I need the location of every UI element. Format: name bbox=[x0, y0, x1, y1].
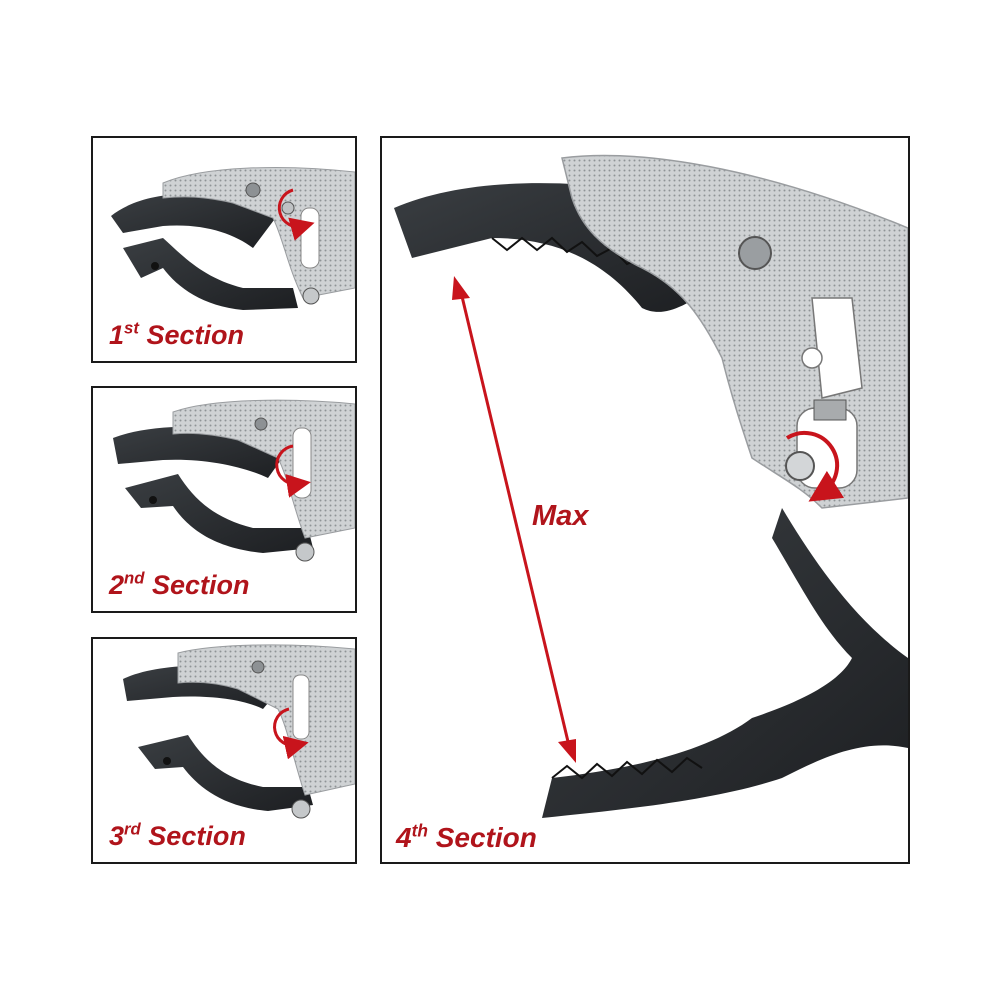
pliers-section-4-illustration bbox=[394, 154, 908, 818]
section-4-label: 4th Section bbox=[396, 820, 537, 853]
section-3-panel: 3rd Section bbox=[91, 637, 357, 864]
section-2-label: 2nd Section bbox=[109, 568, 250, 600]
section-2-panel: 2nd Section bbox=[91, 386, 357, 613]
max-arrow-bottom bbox=[558, 739, 576, 763]
max-label: Max bbox=[532, 500, 589, 532]
section-3-label: 3rd Section bbox=[109, 819, 246, 851]
max-arrow-top bbox=[452, 276, 470, 300]
pliers-section-1-illustration bbox=[111, 166, 355, 310]
section-4-panel: Max 4th Section bbox=[380, 136, 910, 864]
section-1-panel: 1st Section bbox=[91, 136, 357, 363]
section-1-label: 1st Section bbox=[109, 318, 244, 350]
max-span-line bbox=[458, 287, 572, 751]
pliers-section-3-illustration bbox=[123, 644, 355, 819]
pliers-section-2-illustration bbox=[113, 399, 355, 562]
